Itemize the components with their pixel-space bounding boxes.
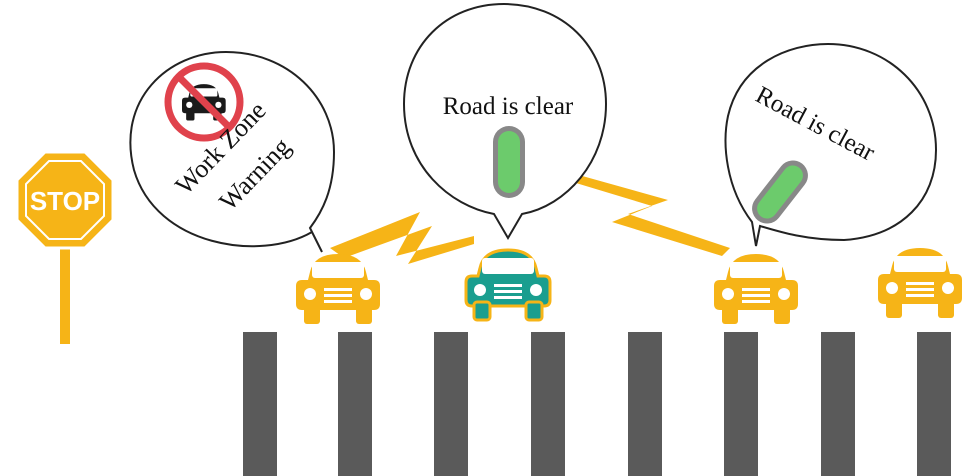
center-status-bubble: Road is clear xyxy=(402,2,608,240)
work-zone-bubble: Work Zone Warning xyxy=(129,50,336,253)
stop-sign-pole xyxy=(60,248,70,344)
green-signal-icon xyxy=(493,126,525,198)
stop-sign-octagon xyxy=(15,150,115,250)
no-cars-icon xyxy=(164,62,244,142)
stop-sign-label: STOP xyxy=(30,186,100,216)
teal-car xyxy=(464,248,552,322)
road-bar xyxy=(434,332,468,476)
center-status-text: Road is clear xyxy=(443,93,574,120)
road-bar xyxy=(338,332,372,476)
right-status-bubble: Road is clear xyxy=(724,42,938,247)
green-signal-icon xyxy=(752,160,808,224)
road-markings xyxy=(243,332,951,476)
road-bar xyxy=(628,332,662,476)
yellow-car xyxy=(878,248,962,318)
stop-sign: STOP xyxy=(15,150,115,344)
road-bar xyxy=(724,332,758,476)
road-bar xyxy=(917,332,951,476)
road-bar xyxy=(821,332,855,476)
yellow-car xyxy=(714,254,798,324)
yellow-car xyxy=(296,254,380,324)
wireless-link-icon xyxy=(330,172,730,264)
road-bar xyxy=(243,332,277,476)
road-bar xyxy=(531,332,565,476)
